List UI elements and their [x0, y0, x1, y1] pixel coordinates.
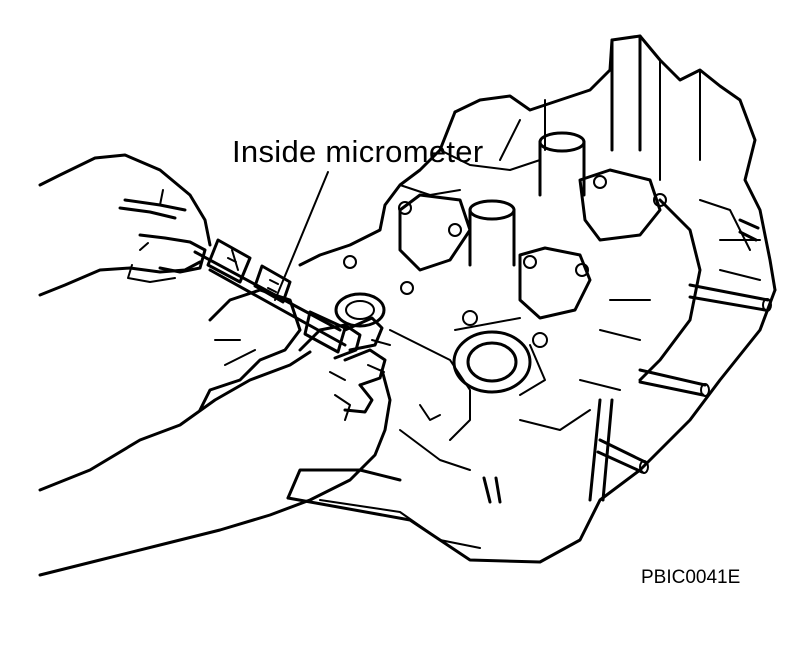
valve-guides	[343, 131, 667, 348]
cylinder-head	[198, 34, 777, 564]
leader-line	[274, 171, 329, 301]
studs	[482, 218, 772, 504]
inside-micrometer	[193, 238, 384, 354]
figure-code: PBIC0041E	[641, 567, 741, 588]
left-hand	[38, 153, 212, 297]
right-hand	[38, 323, 392, 577]
tool-label: Inside micrometer	[232, 134, 484, 169]
bore-opening	[334, 292, 546, 396]
